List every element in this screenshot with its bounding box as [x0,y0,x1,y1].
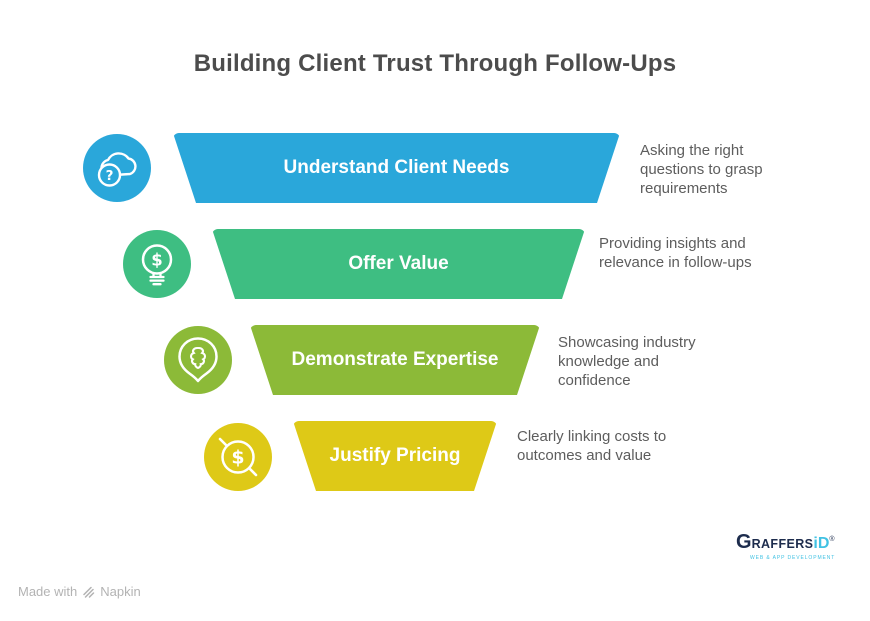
page-title: Building Client Trust Through Follow-Ups [193,50,677,77]
pin-brain-icon [164,326,232,394]
step-banner-demonstrate-expertise: Demonstrate Expertise [250,325,540,395]
napkin-label: Napkin [100,584,141,599]
cloud-question-icon: ? [83,134,151,202]
svg-text:$: $ [151,251,162,270]
logo-text: RAFFERS [751,537,814,551]
step-description: Asking the right questions to grasp requ… [640,142,763,198]
napkin-logo-icon [82,585,95,598]
step-banner-offer-value: Offer Value [212,229,585,299]
step-label: Understand Client Needs [283,157,510,178]
step-description: Providing insights and relevance in foll… [599,235,752,272]
step-label: Offer Value [348,253,449,274]
bulb-dollar-icon: $ [123,230,191,298]
svg-text:?: ? [106,168,114,184]
step-label: Demonstrate Expertise [291,349,499,370]
made-with-napkin-badge[interactable]: Made with Napkin [18,584,141,599]
step-banner-justify-pricing: Justify Pricing [293,421,497,491]
logo-id-text: iD [813,535,830,552]
step-banner-understand-client-needs: Understand Client Needs [173,133,620,203]
logo-registered-mark: ® [829,536,835,543]
logo-letter-g: G [736,531,752,553]
step-label: Justify Pricing [329,445,461,466]
logo-tagline: WEB & APP DEVELOPMENT [750,555,836,561]
step-description: Showcasing industry knowledge and confid… [558,334,696,390]
coin-dollar-icon: $ [204,423,272,491]
step-description: Clearly linking costs to outcomes and va… [517,428,667,465]
svg-text:$: $ [231,447,244,469]
made-with-label: Made with [18,584,78,599]
